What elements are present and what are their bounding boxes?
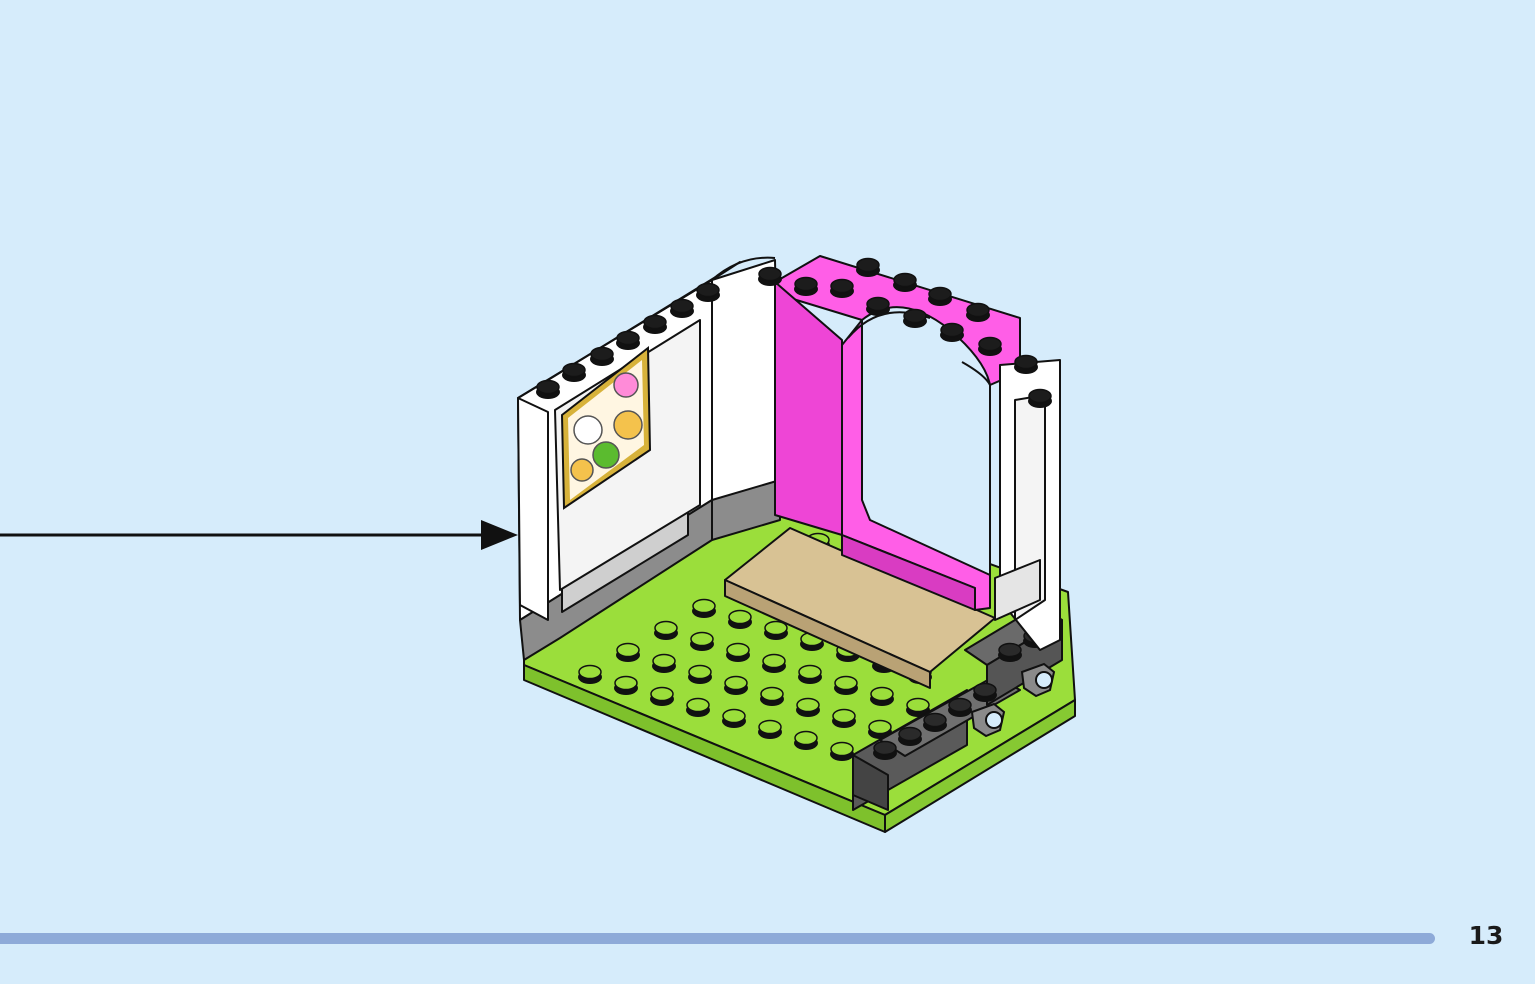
- stud: [724, 675, 748, 695]
- clip-icon: [970, 662, 1056, 738]
- stud: [616, 642, 640, 662]
- stud: [903, 308, 927, 328]
- stud: [966, 302, 990, 322]
- stud: [873, 740, 897, 760]
- black-studs: [536, 257, 1052, 408]
- stud: [643, 314, 667, 334]
- page-number: 13: [1468, 921, 1504, 950]
- stud: [654, 620, 678, 640]
- magenta-arch: [774, 255, 1021, 611]
- stud: [652, 653, 676, 673]
- stud: [764, 620, 788, 640]
- stud: [794, 276, 818, 296]
- stud: [940, 322, 964, 342]
- stud: [760, 686, 784, 706]
- stud: [893, 272, 917, 292]
- stud: [686, 697, 710, 717]
- stud: [688, 664, 712, 684]
- stud: [590, 346, 614, 366]
- stud: [973, 682, 997, 702]
- stud: [856, 257, 880, 277]
- stud: [830, 741, 854, 761]
- stud: [762, 653, 786, 673]
- stud: [728, 609, 752, 629]
- stud: [726, 642, 750, 662]
- stud: [616, 330, 640, 350]
- stud: [536, 379, 560, 399]
- stud: [670, 298, 694, 318]
- page-progress-bar: [0, 933, 1435, 944]
- picture-frame-icon: [560, 345, 652, 510]
- stud: [562, 362, 586, 382]
- stud: [898, 726, 922, 746]
- stud: [614, 675, 638, 695]
- stud: [692, 598, 716, 618]
- stud: [870, 686, 894, 706]
- stud: [650, 686, 674, 706]
- stud: [578, 664, 602, 684]
- stud: [1014, 354, 1038, 374]
- stud: [758, 266, 782, 286]
- arrow-right-icon: [0, 520, 518, 550]
- back-white-wall: [711, 256, 781, 541]
- stud: [834, 675, 858, 695]
- stud: [758, 719, 782, 739]
- gray-brick-studs: [873, 628, 1047, 760]
- stud: [832, 708, 856, 728]
- stud: [794, 730, 818, 750]
- stud: [978, 336, 1002, 356]
- stud: [798, 664, 822, 684]
- stud: [866, 296, 890, 316]
- page-progress-fill: [0, 933, 1435, 944]
- stud: [830, 278, 854, 298]
- right-white-column: [994, 359, 1061, 651]
- stud: [722, 708, 746, 728]
- stud: [796, 697, 820, 717]
- stud: [928, 286, 952, 306]
- stud: [998, 642, 1022, 662]
- stud: [696, 282, 720, 302]
- stud: [690, 631, 714, 651]
- stud: [948, 697, 972, 717]
- stud: [1028, 388, 1052, 408]
- stud: [923, 712, 947, 732]
